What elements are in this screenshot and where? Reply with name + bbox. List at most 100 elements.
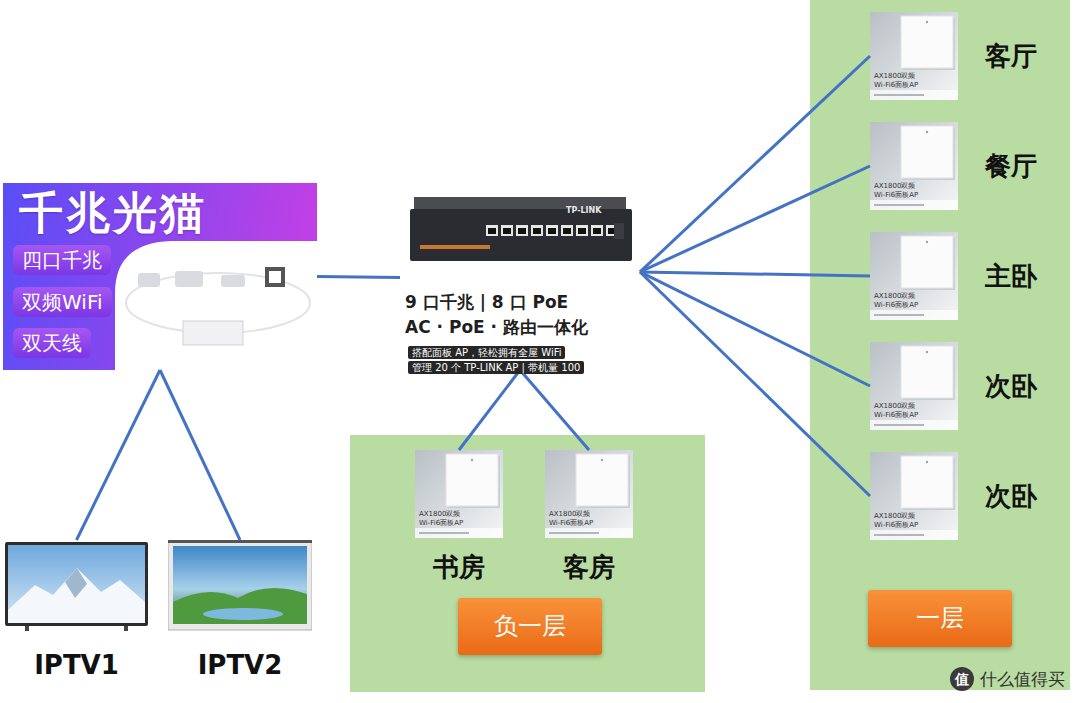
- device-icon: [175, 271, 203, 287]
- port: [546, 225, 558, 236]
- port: [591, 225, 603, 236]
- connector: [640, 166, 870, 272]
- ap-strip-text: [874, 94, 924, 96]
- connector: [317, 277, 400, 278]
- floor-button: 一层: [868, 590, 1012, 647]
- modem-body: [115, 241, 317, 370]
- node-text: 四口千兆: [13, 245, 111, 275]
- mountain-shade: [65, 568, 87, 598]
- modem-box: 千兆光猫四口千兆双频WiFi双天线: [3, 183, 317, 370]
- ap-strip-text: [419, 532, 469, 534]
- text-slot: 次卧: [985, 369, 1037, 403]
- ap-panel: [901, 456, 953, 508]
- tv-picture: [168, 540, 312, 632]
- ap-ground: [870, 342, 958, 430]
- ap-ground: [870, 12, 958, 100]
- ap-panel: [576, 454, 628, 506]
- node-label: 次卧: [985, 479, 1037, 513]
- port: [531, 225, 543, 236]
- ap-box: AX1800双频 Wi-Fi6面板AP次卧: [870, 342, 958, 430]
- text-slot: 书房: [415, 550, 503, 584]
- ap-strip: [870, 420, 958, 430]
- brand-mark: TP-LINK: [566, 206, 601, 216]
- tv-screen: [8, 545, 145, 623]
- ap-ground: [415, 450, 503, 538]
- text-slot: IPTV1: [5, 648, 148, 682]
- ap-strip: [870, 530, 958, 540]
- text-slot: 客厅: [985, 39, 1037, 73]
- port: [516, 225, 528, 236]
- connector: [640, 56, 870, 272]
- text-slot: 主卧: [985, 259, 1037, 293]
- connector: [640, 272, 870, 276]
- ap-panel: [446, 454, 498, 506]
- node-label: 主卧: [985, 259, 1037, 293]
- node-text: AX1800双频 Wi-Fi6面板AP: [874, 182, 926, 200]
- qr-code: [265, 267, 285, 287]
- ap-ground: [545, 450, 633, 538]
- text-slot: AC · PoE · 路由一体化: [405, 316, 588, 338]
- floor-button: 负一层: [458, 598, 602, 655]
- node-label: 餐厅: [985, 149, 1037, 183]
- node-label: IPTV1: [5, 648, 148, 682]
- ap-strip-text: [874, 534, 924, 536]
- port: [561, 225, 573, 236]
- hills: [173, 588, 307, 624]
- floor-region: 一层 AX1800双频 Wi-Fi6面板AP 客厅 AX1800双频 Wi-Fi6面板…: [810, 0, 1070, 690]
- ap-ground: [870, 232, 958, 320]
- text-slot: 负一层: [458, 598, 602, 655]
- ap-led: [601, 459, 603, 461]
- text-slot: 次卧: [985, 479, 1037, 513]
- model-strip: [420, 245, 490, 249]
- ap-strip: [870, 310, 958, 320]
- text-slot: 四口千兆: [13, 245, 111, 275]
- node-label: 次卧: [985, 369, 1037, 403]
- ap-ground: [870, 122, 958, 210]
- screen-bar: [168, 540, 312, 543]
- text-slot: 客房: [545, 550, 633, 584]
- text-slot: TP-LINK: [566, 206, 601, 216]
- floor-region: 负一层 AX1800双频 Wi-Fi6面板AP 书房 AX1800双频 Wi-Fi6面…: [350, 435, 705, 692]
- text-slot: 餐厅: [985, 149, 1037, 183]
- port: [486, 225, 498, 236]
- port-hole: [578, 228, 586, 234]
- node-text: 管理 20 个 TP-LINK AP | 带机量 100: [408, 361, 584, 374]
- text-slot: 9 口千兆 | 8 口 PoE: [405, 291, 568, 313]
- node-label: 客房: [545, 550, 633, 584]
- text-slot: AX1800双频 Wi-Fi6面板AP: [419, 510, 471, 528]
- ap-led: [926, 351, 928, 353]
- modem-sticker: [183, 321, 243, 345]
- ap-strip-text: [874, 204, 924, 206]
- connector: [77, 370, 161, 540]
- text-slot: AX1800双频 Wi-Fi6面板AP: [549, 510, 601, 528]
- text-slot: AX1800双频 Wi-Fi6面板AP: [874, 292, 926, 310]
- connector: [640, 272, 870, 386]
- switch-body: [410, 209, 632, 261]
- node-text: AC · PoE · 路由一体化: [405, 316, 588, 338]
- lake: [203, 608, 283, 620]
- router-box: 9 口千兆 | 8 口 PoEAC · PoE · 路由一体化搭配面板 AP，轻…: [400, 185, 640, 370]
- text-slot: IPTV2: [168, 648, 312, 682]
- port-hole: [518, 228, 526, 234]
- ap-strip: [545, 528, 633, 538]
- device-icon: [221, 275, 245, 287]
- ap-led: [926, 461, 928, 463]
- port-hole: [488, 228, 496, 234]
- node-text: AX1800双频 Wi-Fi6面板AP: [419, 510, 471, 528]
- node-label: IPTV2: [168, 648, 312, 682]
- node-text: 双频WiFi: [13, 287, 112, 317]
- node-label: 书房: [415, 550, 503, 584]
- ap-strip-text: [874, 314, 924, 316]
- screen-frame: [168, 540, 312, 630]
- ap-strip: [870, 90, 958, 100]
- port-hole: [593, 228, 601, 234]
- node-text: AX1800双频 Wi-Fi6面板AP: [874, 292, 926, 310]
- qr-code: [269, 271, 281, 283]
- ap-panel: [901, 236, 953, 288]
- ap-led: [926, 21, 928, 23]
- ap-panel: [901, 16, 953, 68]
- ap-panel: [901, 346, 953, 398]
- watermark: 什么值得买: [980, 667, 1065, 691]
- port: [501, 225, 513, 236]
